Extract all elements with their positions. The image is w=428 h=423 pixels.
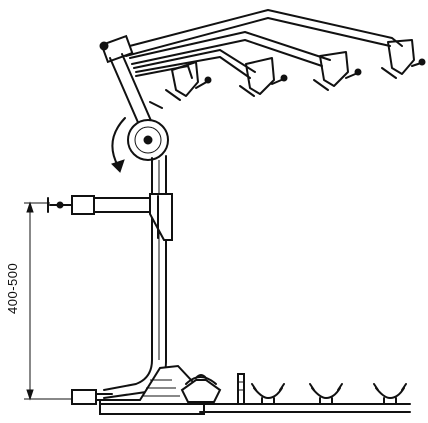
upper-cradle-4	[381, 39, 426, 79]
upper-cradle-3	[313, 51, 362, 91]
upper-clamp-arm	[47, 193, 173, 241]
upper-cradle-1	[165, 61, 212, 101]
upper-cradle-2	[239, 57, 288, 97]
dimension-label: 400-500	[5, 262, 20, 314]
upper-frame	[99, 9, 403, 79]
dimension-line	[24, 201, 72, 401]
lower-cradle-4	[373, 383, 407, 405]
lower-base	[71, 364, 411, 415]
rotate-arrow-icon	[111, 101, 163, 173]
lower-cradle-1	[180, 374, 222, 403]
lower-cradle-3	[309, 383, 343, 405]
lower-cradle-2	[251, 383, 285, 405]
